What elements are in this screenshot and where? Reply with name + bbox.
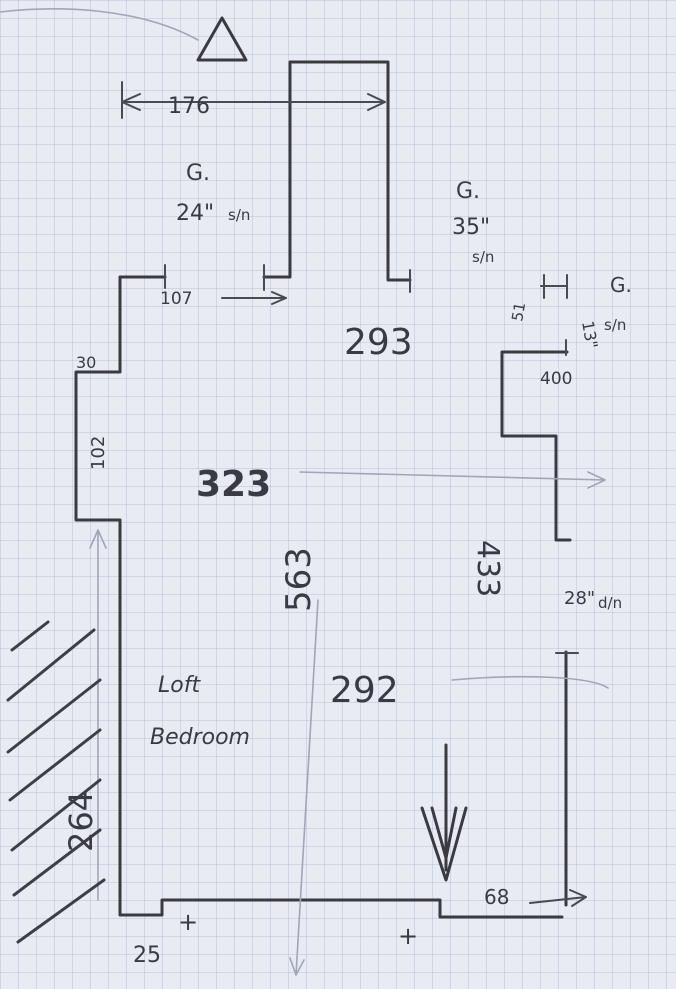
svg-text:s/n: s/n <box>228 206 250 224</box>
room-label-line2: Bedroom <box>150 725 250 750</box>
main-width-bottom-label: 292 <box>330 670 399 711</box>
door-note: 28" d/n <box>564 588 622 612</box>
left-wall-arrow <box>89 529 107 901</box>
stray-curve <box>0 8 199 41</box>
right-notch-small-label: 51 <box>508 301 529 323</box>
window-middle-note: G. 35" s/n <box>452 179 494 266</box>
left-notch-depth-label: 30 <box>76 353 96 372</box>
window-right-note: G. 13" s/n <box>578 273 632 350</box>
room-outline <box>74 60 564 919</box>
bottom-right-arrow <box>529 889 587 907</box>
right-window-mark <box>540 274 568 299</box>
length-arrow <box>289 599 319 976</box>
svg-text:G.: G. <box>456 179 480 204</box>
svg-text:s/n: s/n <box>604 316 626 334</box>
mid-width-arrow <box>299 471 606 489</box>
svg-text:s/n: s/n <box>472 248 494 266</box>
left-wall-label: 264 <box>62 791 100 852</box>
right-notch-label: 400 <box>540 369 572 389</box>
bottom-left-label: 25 <box>133 943 161 968</box>
svg-text:G.: G. <box>186 161 210 186</box>
right-wall-label: 433 <box>470 540 505 597</box>
full-length-label: 563 <box>279 547 319 612</box>
svg-text:35": 35" <box>452 215 490 240</box>
ledge-arrow <box>221 291 287 305</box>
ledge-label: 107 <box>160 289 192 309</box>
main-width-mid-label: 323 <box>196 464 271 505</box>
cross-mark-left: + <box>178 908 198 936</box>
right-notch-outline <box>500 350 572 542</box>
north-triangle-icon <box>196 16 248 62</box>
svg-text:28": 28" <box>564 588 595 609</box>
svg-text:24": 24" <box>176 201 214 226</box>
bottom-width-arrow <box>451 675 609 689</box>
bottom-right-label: 68 <box>484 885 509 909</box>
room-label-line1: Loft <box>158 673 201 698</box>
stairs-down-arrow-icon <box>420 743 468 882</box>
left-notch-height-label: 102 <box>88 436 109 470</box>
svg-text:G.: G. <box>610 273 632 297</box>
svg-text:d/n: d/n <box>598 594 622 612</box>
svg-text:13": 13" <box>578 319 602 350</box>
main-width-top-label: 293 <box>344 322 413 363</box>
top-width-arrow <box>121 81 386 119</box>
window-left-note: G. 24" s/n <box>176 161 250 226</box>
top-width-label: 176 <box>168 94 210 119</box>
cross-mark-right: + <box>398 922 418 950</box>
wall-hatching <box>6 620 106 944</box>
